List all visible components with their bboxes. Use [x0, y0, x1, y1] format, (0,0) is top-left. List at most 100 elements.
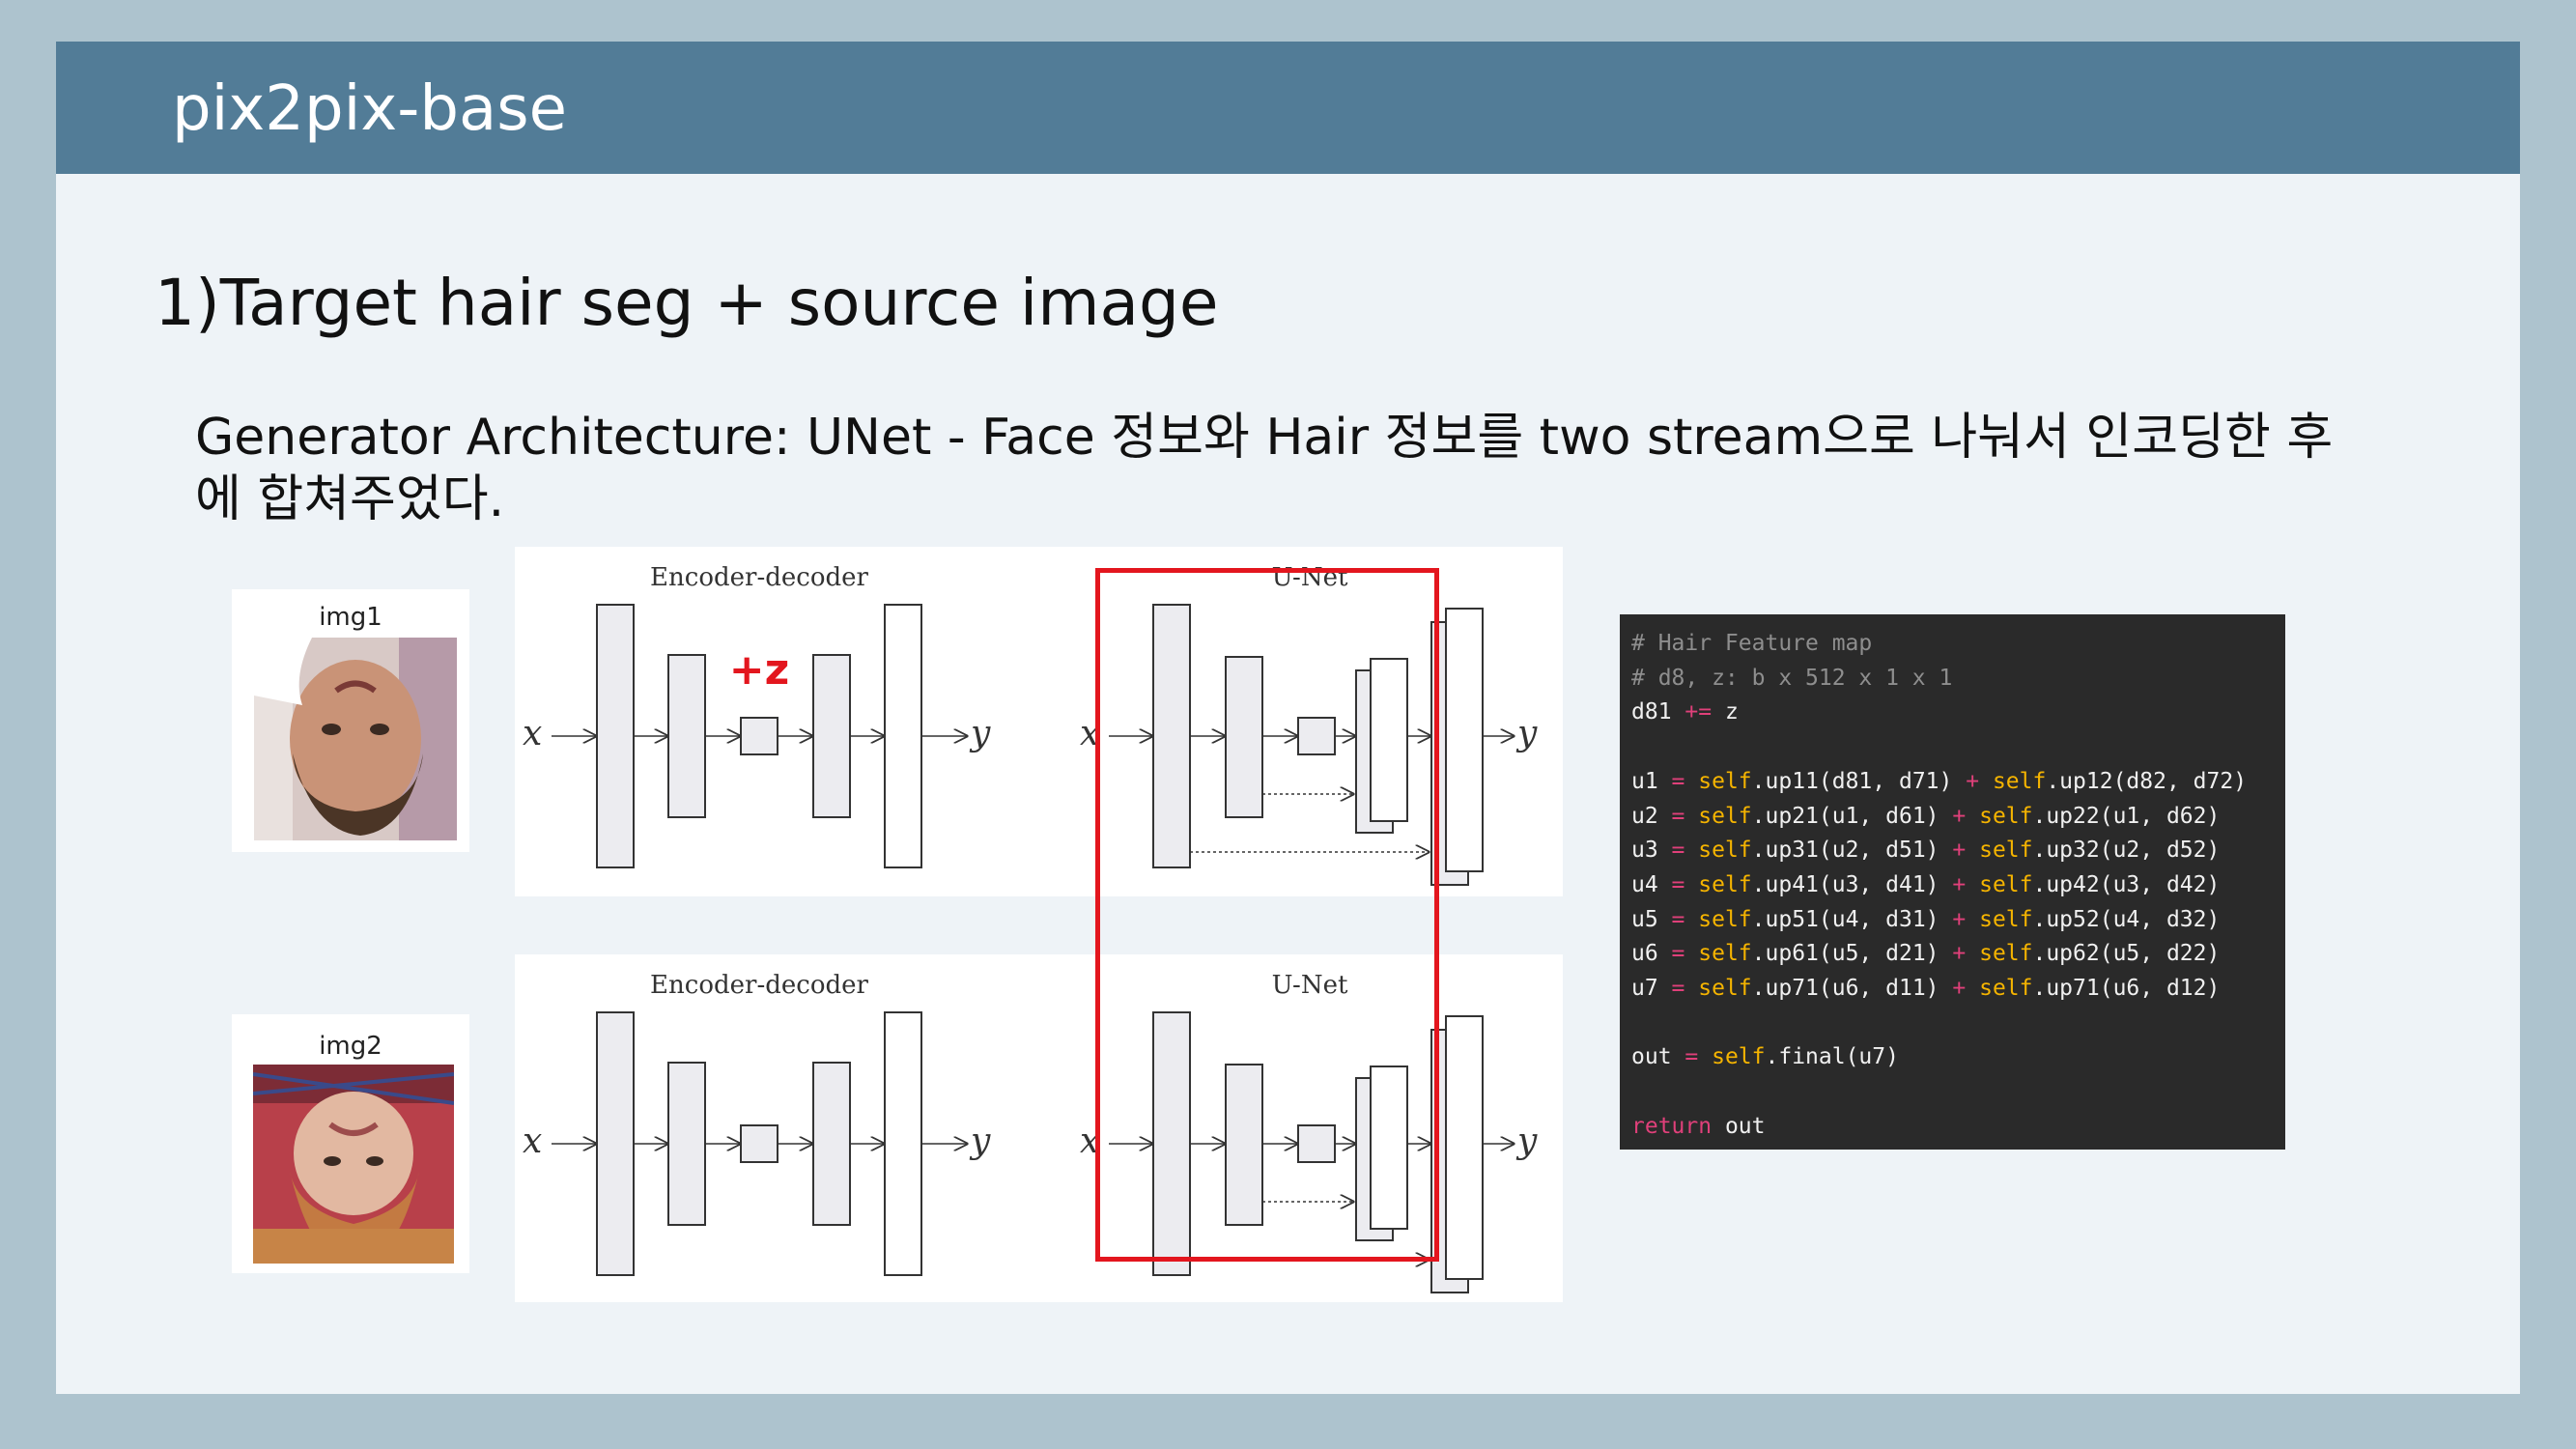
section-heading: 1)Target hair seg + source image	[155, 266, 1219, 340]
slide-title: pix2pix-base	[172, 73, 567, 145]
code-token: self	[1992, 768, 2047, 794]
code-token	[1966, 872, 1979, 897]
code-token: =	[1671, 976, 1685, 1001]
code-line: u1 = self.up11(d81, d71) + self.up12(d82…	[1631, 764, 2247, 799]
code-token: =	[1671, 768, 1685, 794]
code-token: self	[1698, 976, 1752, 1001]
code-line: return out	[1631, 1109, 1765, 1144]
code-token	[1966, 907, 1979, 932]
code-token	[1684, 872, 1698, 897]
code-token: .up71(u6, d11)	[1751, 976, 1953, 1001]
code-line: d81 += z	[1631, 695, 1739, 729]
code-token: =	[1684, 1044, 1699, 1070]
code-token: .up61(u5, d21)	[1751, 941, 1953, 967]
code-token: =	[1671, 871, 1685, 897]
face-photo-1	[254, 638, 457, 840]
architecture-diagram-1: Encoder-decoder U-Net +z x y x y	[515, 547, 1563, 896]
code-token: d81	[1631, 699, 1685, 725]
body-text: Generator Architecture: UNet - Face 정보와 …	[195, 409, 2334, 528]
image-label: img1	[319, 603, 382, 632]
code-token: .up41(u3, d41)	[1751, 871, 1953, 897]
y-label: y	[1515, 714, 1538, 753]
code-token: return	[1631, 1113, 1713, 1139]
code-line: u7 = self.up71(u6, d11) + self.up71(u6, …	[1631, 971, 2220, 1006]
code-token	[1684, 941, 1698, 966]
code-token: u1	[1631, 768, 1672, 794]
code-token: +	[1952, 976, 1967, 1001]
code-token	[1966, 976, 1979, 1001]
code-panel: # Hair Feature map # d8, z: b x 512 x 1 x…	[1620, 614, 2285, 1150]
code-token	[1684, 838, 1698, 863]
encoder-decoder-title: Encoder-decoder	[650, 971, 868, 1000]
x-label: x	[1080, 714, 1099, 753]
code-token: .final(u7)	[1765, 1044, 1899, 1070]
x-label: x	[523, 714, 542, 753]
code-line: u5 = self.up51(u4, d31) + self.up52(u4, …	[1631, 902, 2220, 937]
code-token: self	[1698, 906, 1752, 932]
code-token	[1966, 804, 1979, 829]
code-line: u6 = self.up61(u5, d21) + self.up62(u5, …	[1631, 936, 2220, 971]
code-token: self	[1979, 838, 2033, 864]
image-card-1: img1	[232, 589, 469, 852]
face-photo-2	[253, 1065, 454, 1264]
x-label: x	[523, 1122, 542, 1161]
code-token: =	[1671, 803, 1685, 829]
code-line: u2 = self.up21(u1, d61) + self.up22(u1, …	[1631, 799, 2220, 834]
y-label: y	[969, 714, 991, 753]
code-line: # Hair Feature map	[1631, 626, 1872, 661]
code-line: out = self.final(u7)	[1631, 1039, 1899, 1074]
code-token: self	[1698, 768, 1752, 794]
code-token: self	[1979, 803, 2033, 829]
code-line: # d8, z: b x 512 x 1 x 1	[1631, 661, 1952, 696]
code-token	[1979, 769, 1993, 794]
code-token	[1684, 804, 1698, 829]
code-token: .up32(u2, d52)	[2032, 838, 2221, 864]
code-token: self	[1979, 976, 2033, 1001]
code-token: out	[1631, 1044, 1685, 1070]
highlight-box	[1095, 568, 1439, 1262]
code-token: out	[1712, 1113, 1766, 1139]
title-bar: pix2pix-base	[56, 42, 2520, 174]
code-token: .up42(u3, d42)	[2032, 871, 2221, 897]
image-card-2: img2	[232, 1014, 469, 1273]
y-label: y	[1515, 1122, 1538, 1161]
code-token	[1684, 769, 1698, 794]
code-token: +	[1966, 768, 1980, 794]
architecture-diagram-2: Encoder-decoder U-Net x y x y	[515, 954, 1563, 1302]
code-token: self	[1712, 1044, 1766, 1070]
code-token: =	[1671, 838, 1685, 864]
code-token: .up21(u1, d61)	[1751, 803, 1953, 829]
image-label: img2	[319, 1032, 382, 1061]
code-token: self	[1698, 941, 1752, 967]
code-token: =	[1671, 941, 1685, 967]
code-token: z	[1712, 699, 1739, 725]
code-token: self	[1698, 871, 1752, 897]
code-token: u6	[1631, 941, 1672, 967]
code-token: u2	[1631, 803, 1672, 829]
code-token	[1966, 941, 1979, 966]
code-token: +	[1952, 906, 1967, 932]
code-token: +	[1952, 941, 1967, 967]
code-token: u5	[1631, 906, 1672, 932]
code-token: .up31(u2, d51)	[1751, 838, 1953, 864]
code-token	[1684, 907, 1698, 932]
y-label: y	[969, 1122, 991, 1161]
code-token	[1684, 976, 1698, 1001]
code-token: .up62(u5, d22)	[2032, 941, 2221, 967]
encoder-decoder-title: Encoder-decoder	[650, 563, 868, 592]
code-token: u3	[1631, 838, 1672, 864]
code-token: +	[1952, 871, 1967, 897]
code-line: u3 = self.up31(u2, d51) + self.up32(u2, …	[1631, 833, 2220, 867]
code-token: self	[1979, 906, 2033, 932]
code-token: .up51(u4, d31)	[1751, 906, 1953, 932]
code-token: u4	[1631, 871, 1672, 897]
code-token	[1966, 838, 1979, 863]
code-token: # d8, z: b x 512 x 1 x 1	[1631, 665, 1953, 691]
code-token: self	[1698, 803, 1752, 829]
code-token: .up11(d81, d71)	[1751, 768, 1967, 794]
code-token: self	[1698, 838, 1752, 864]
z-annotation: +z	[729, 645, 789, 695]
code-token: .up71(u6, d12)	[2032, 976, 2221, 1001]
code-token: # Hair Feature map	[1631, 631, 1873, 656]
code-token: .up22(u1, d62)	[2032, 803, 2221, 829]
